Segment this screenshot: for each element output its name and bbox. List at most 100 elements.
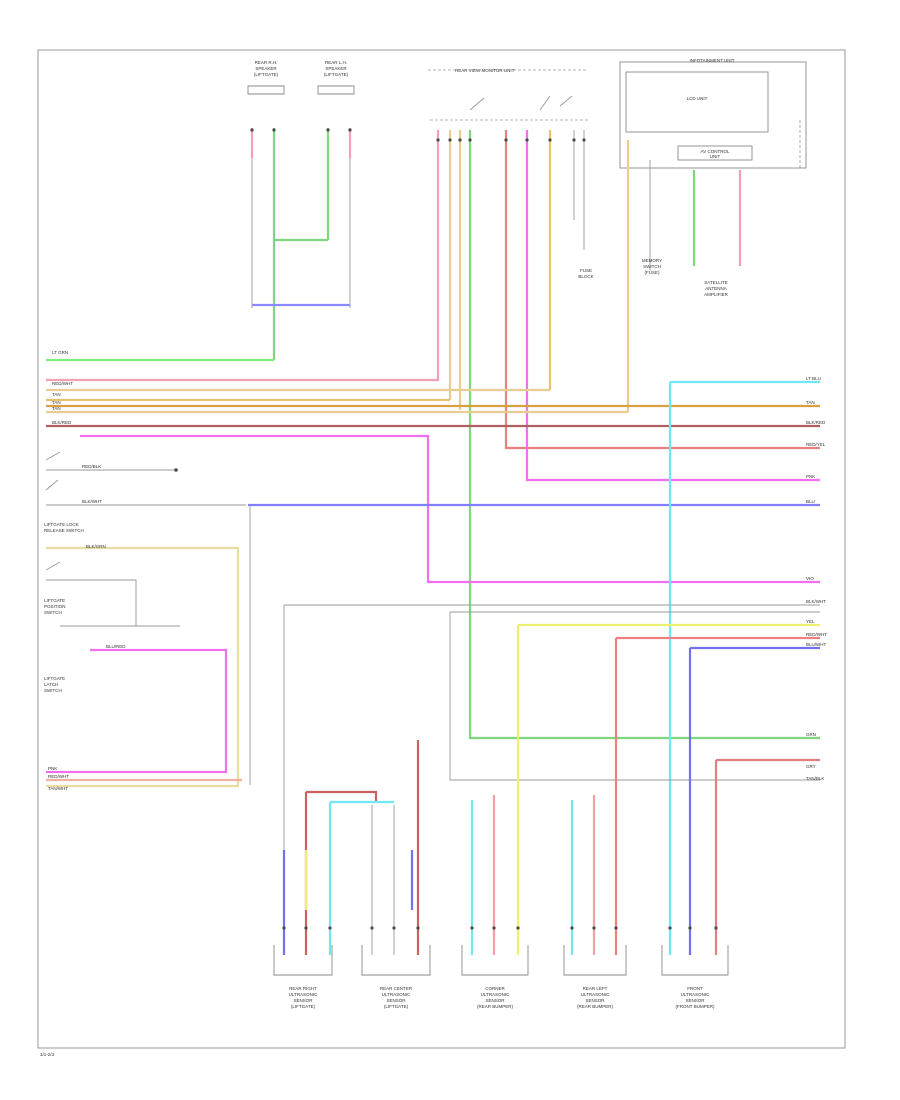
bus-brnred-label: BLK/RED bbox=[52, 420, 72, 425]
svg-text:CORNER: CORNER bbox=[485, 986, 505, 991]
crank-fuse-label: FUSE bbox=[580, 268, 592, 273]
monitor-switch bbox=[469, 95, 573, 111]
liftgate-latch-label: LIFTGATE bbox=[44, 676, 65, 681]
rear-right-sensor bbox=[273, 945, 333, 976]
front-sensor bbox=[661, 945, 729, 976]
svg-text:SENSOR: SENSOR bbox=[386, 998, 406, 1003]
right-yel-label: YEL bbox=[806, 619, 815, 624]
svg-text:(LIFTGATE): (LIFTGATE) bbox=[324, 72, 349, 77]
svg-text:REAR LEFT: REAR LEFT bbox=[583, 986, 608, 991]
svg-text:REAR R.H.: REAR R.H. bbox=[255, 60, 278, 65]
lcd-panel-label: LCD UNIT bbox=[687, 96, 708, 101]
infotainment-label: INFOTAINMENT UNIT bbox=[689, 58, 734, 63]
rear-speaker-left-label: REAR L.H. SPEAKER (LIFTGATE) bbox=[324, 60, 349, 77]
svg-text:(LIFTGATE): (LIFTGATE) bbox=[384, 1004, 409, 1009]
sensor-rr-cyan bbox=[328, 800, 394, 955]
corner-sensor bbox=[461, 945, 529, 976]
infotainment-box bbox=[619, 61, 807, 169]
bus-tan2-label: TAN bbox=[52, 400, 61, 405]
diagram-frame bbox=[37, 49, 846, 1049]
monitor-drop-green bbox=[468, 130, 820, 740]
svg-text:ANTENNA: ANTENNA bbox=[705, 286, 727, 291]
svg-text:REAR RIGHT: REAR RIGHT bbox=[289, 986, 317, 991]
svg-text:SENSOR: SENSOR bbox=[485, 998, 505, 1003]
liftgate-switch-2 bbox=[45, 561, 180, 627]
svg-text:(FUSE): (FUSE) bbox=[645, 270, 661, 275]
connector-dots bbox=[250, 128, 718, 930]
rear-speaker-right-label: REAR R.H. SPEAKER (LIFTGATE) bbox=[254, 60, 279, 77]
left-tan-wht-wire bbox=[46, 546, 240, 788]
svg-text:UNIT: UNIT bbox=[710, 154, 721, 159]
right-gry-label: GRY bbox=[806, 764, 816, 769]
front-sensor-label: FRONT ULTRASONIC SENSOR (FRONT BUMPER) bbox=[676, 986, 715, 1009]
sensor-rr-red bbox=[304, 790, 378, 955]
footer-code: 1/1-2/3 bbox=[40, 1052, 55, 1057]
bus-magenta bbox=[80, 434, 820, 584]
svg-text:ULTRASONIC: ULTRASONIC bbox=[481, 992, 510, 997]
lower-red bbox=[614, 636, 820, 955]
right-redwht2-label: RED/WHT bbox=[806, 632, 827, 637]
right-bluwht-label: BLU/WHT bbox=[806, 642, 827, 647]
rear-view-monitor-box bbox=[428, 69, 590, 121]
speaker-thin-1 bbox=[251, 158, 351, 308]
sw-label-2: BLK/WHT bbox=[82, 499, 102, 504]
svg-text:REAR CENTER: REAR CENTER bbox=[380, 986, 413, 991]
right-tanblk-label: TAN/BLK bbox=[806, 776, 824, 781]
bus-cyan bbox=[668, 380, 820, 955]
svg-text:ULTRASONIC: ULTRASONIC bbox=[382, 992, 411, 997]
svg-text:SENSOR: SENSOR bbox=[585, 998, 605, 1003]
lower-yellow bbox=[516, 623, 820, 955]
rear-right-sensor-label: REAR RIGHT ULTRASONIC SENSOR (LIFTGATE) bbox=[289, 986, 318, 1009]
rear-speaker-left bbox=[317, 85, 355, 95]
svg-text:RELEASE SWITCH: RELEASE SWITCH bbox=[44, 528, 84, 533]
svg-text:SWITCH: SWITCH bbox=[643, 264, 661, 269]
rear-left-sensor bbox=[563, 945, 627, 976]
lower-red-right bbox=[714, 758, 820, 955]
right-cyan-label: LT BLU bbox=[806, 376, 821, 381]
svg-text:ULTRASONIC: ULTRASONIC bbox=[289, 992, 318, 997]
bus-pink-label: RED/WHT bbox=[52, 381, 73, 386]
svg-text:FRONT: FRONT bbox=[687, 986, 703, 991]
svg-text:SENSOR: SENSOR bbox=[293, 998, 313, 1003]
bus-tan1-label: TAN bbox=[52, 392, 61, 397]
right-tan-label: TAN bbox=[806, 400, 815, 405]
svg-text:(LIFTGATE): (LIFTGATE) bbox=[254, 72, 279, 77]
sw-terminal-1 bbox=[174, 468, 178, 472]
svg-text:SPEAKER: SPEAKER bbox=[325, 66, 347, 71]
left-pink-loop bbox=[46, 648, 228, 774]
monitor-drop-red bbox=[504, 130, 820, 450]
svg-text:BLOCK: BLOCK bbox=[578, 274, 593, 279]
av-amp-label: AV CONTROL bbox=[701, 149, 730, 154]
rear-center-sensor-label: REAR CENTER ULTRASONIC SENSOR (LIFTGATE) bbox=[380, 986, 413, 1009]
rear-left-sensor-label: REAR LEFT ULTRASONIC SENSOR (REAR BUMPER… bbox=[577, 986, 614, 1009]
svg-text:AMPLIFIER: AMPLIFIER bbox=[704, 292, 729, 297]
svg-text:(FRONT BUMPER): (FRONT BUMPER) bbox=[676, 1004, 715, 1009]
liftgate-switch-1 bbox=[45, 451, 246, 506]
monitor-drop-pink bbox=[46, 130, 440, 382]
liftgate-pos-label: LIFTGATE bbox=[44, 598, 65, 603]
svg-text:POSITION: POSITION bbox=[44, 604, 66, 609]
memory-fuse-label: MEMORY bbox=[642, 258, 662, 263]
sw-label-4: BLU/RED bbox=[106, 644, 126, 649]
svg-text:SENSOR: SENSOR bbox=[685, 998, 705, 1003]
svg-text:SPEAKER: SPEAKER bbox=[255, 66, 277, 71]
right-vio-label: VIO bbox=[806, 576, 814, 581]
svg-text:REAR L.H.: REAR L.H. bbox=[325, 60, 347, 65]
liftgate-lock-label: LIFTGATE LOCK bbox=[44, 522, 79, 527]
left-redwht-label: RED/WHT bbox=[48, 774, 69, 779]
rear-speaker-right bbox=[247, 85, 285, 95]
monitor-drop-pink2 bbox=[525, 130, 820, 482]
rear-view-monitor-label: REAR VIEW MONITOR UNIT bbox=[455, 68, 515, 73]
left-tanwht-label: TAN/WHT bbox=[48, 786, 68, 791]
lower-blue bbox=[688, 646, 820, 955]
lt-green-label: LT GRN bbox=[52, 350, 68, 355]
speaker-wire-green-1 bbox=[272, 128, 328, 360]
svg-text:(REAR BUMPER): (REAR BUMPER) bbox=[577, 1004, 614, 1009]
sw-label-1: RED/BLK bbox=[82, 464, 101, 469]
svg-text:SWITCH: SWITCH bbox=[44, 688, 62, 693]
monitor-ground bbox=[573, 130, 585, 250]
right-blkwht-label: BLK/WHT bbox=[806, 599, 826, 604]
corner-sensor-label: CORNER ULTRASONIC SENSOR (REAR BUMPER) bbox=[477, 986, 514, 1009]
bus-tan3-label: TAN bbox=[52, 406, 61, 411]
